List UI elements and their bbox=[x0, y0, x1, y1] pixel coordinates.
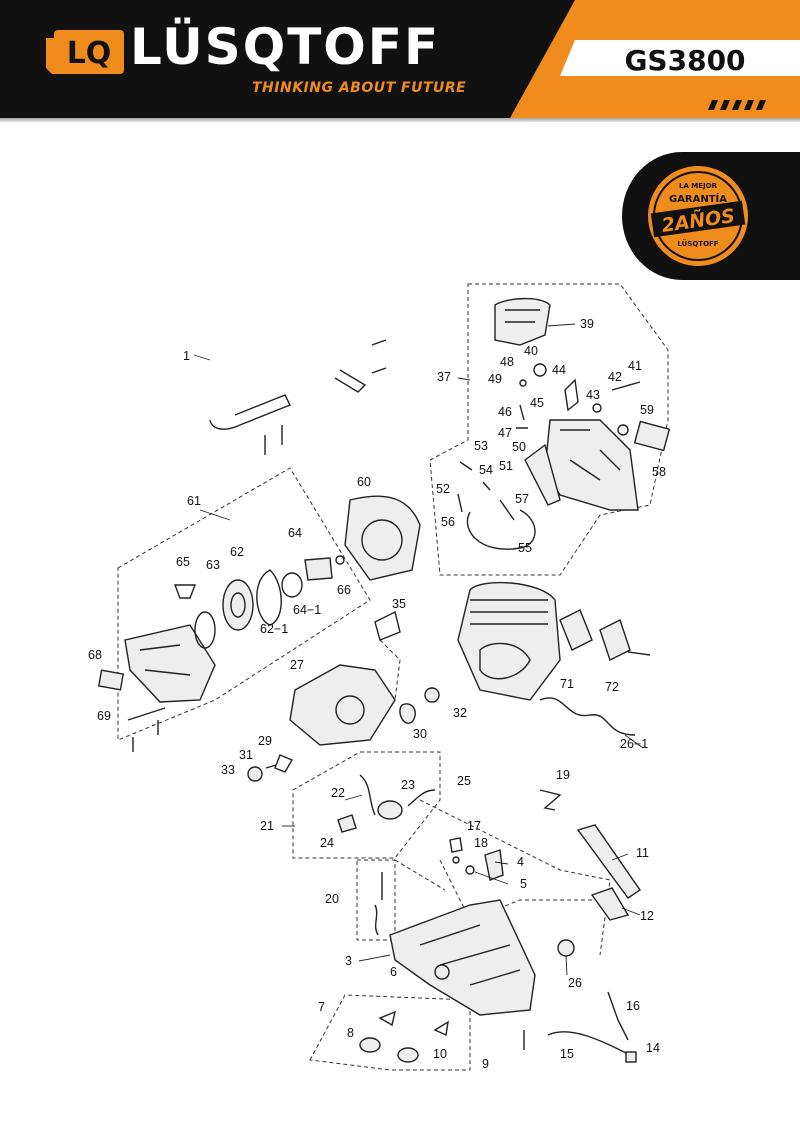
label-47: 47 bbox=[498, 426, 512, 440]
label-57: 57 bbox=[515, 492, 529, 506]
logo-mark: LQ bbox=[46, 30, 124, 74]
label-51: 51 bbox=[499, 459, 513, 473]
label-27: 27 bbox=[290, 658, 304, 672]
label-11: 11 bbox=[636, 846, 649, 860]
header-banner: LQ LÜSQTOFF THINKING ABOUT FUTURE GS3800 bbox=[0, 0, 800, 122]
label-62: 62 bbox=[230, 545, 244, 559]
label-1: 1 bbox=[183, 349, 190, 363]
svg-text:LÜSQTOFF: LÜSQTOFF bbox=[677, 239, 718, 248]
exploded-parts-diagram: 1 37 39 40 48 44 41 42 49 43 45 59 46 47… bbox=[88, 281, 671, 1071]
part-fuel-oil-lines bbox=[337, 774, 436, 936]
label-52: 52 bbox=[436, 482, 450, 496]
label-65: 65 bbox=[176, 555, 190, 569]
label-17: 17 bbox=[467, 819, 481, 833]
label-23: 23 bbox=[401, 778, 415, 792]
label-44: 44 bbox=[552, 363, 566, 377]
label-10: 10 bbox=[433, 1047, 447, 1061]
model-number: GS3800 bbox=[624, 44, 746, 77]
part-fan-housing bbox=[344, 495, 421, 581]
label-55: 55 bbox=[518, 541, 532, 555]
label-63: 63 bbox=[206, 558, 220, 572]
label-35: 35 bbox=[392, 597, 406, 611]
label-59: 59 bbox=[640, 403, 654, 417]
label-7: 7 bbox=[318, 1000, 325, 1014]
label-4: 4 bbox=[517, 855, 524, 869]
label-53: 53 bbox=[474, 439, 488, 453]
svg-text:LQ: LQ bbox=[67, 36, 112, 71]
part-engine-block bbox=[457, 581, 651, 736]
label-69: 69 bbox=[97, 709, 111, 723]
label-6: 6 bbox=[390, 965, 397, 979]
brand-tagline: THINKING ABOUT FUTURE bbox=[252, 80, 467, 96]
label-49: 49 bbox=[488, 372, 502, 386]
part-labels: 1 37 39 40 48 44 41 42 49 43 45 59 46 47… bbox=[88, 317, 666, 1071]
part-starter-assembly bbox=[97, 555, 345, 752]
label-26: 26 bbox=[568, 976, 582, 990]
label-32: 32 bbox=[453, 706, 467, 720]
label-12: 12 bbox=[640, 909, 654, 923]
label-8: 8 bbox=[347, 1026, 354, 1040]
part-handle-bar bbox=[205, 281, 387, 455]
part-crankcase bbox=[247, 610, 440, 782]
label-18: 18 bbox=[474, 836, 488, 850]
label-31: 31 bbox=[239, 748, 253, 762]
label-20: 20 bbox=[325, 892, 339, 906]
svg-text:GARANTÍA: GARANTÍA bbox=[669, 192, 727, 205]
label-37: 37 bbox=[437, 370, 451, 384]
label-48: 48 bbox=[500, 355, 514, 369]
label-22: 22 bbox=[331, 786, 345, 800]
label-25: 25 bbox=[457, 774, 471, 788]
label-5: 5 bbox=[520, 877, 527, 891]
label-26-1: 26−1 bbox=[620, 737, 648, 751]
label-41: 41 bbox=[628, 359, 642, 373]
label-58: 58 bbox=[652, 465, 666, 479]
label-21: 21 bbox=[260, 819, 274, 833]
label-39: 39 bbox=[580, 317, 594, 331]
label-64: 64 bbox=[288, 526, 302, 540]
label-14: 14 bbox=[646, 1041, 660, 1055]
label-15: 15 bbox=[560, 1047, 574, 1061]
label-33: 33 bbox=[221, 763, 235, 777]
label-3: 3 bbox=[345, 954, 352, 968]
header-background: LQ bbox=[0, 0, 800, 122]
label-9: 9 bbox=[482, 1057, 489, 1071]
label-46: 46 bbox=[498, 405, 512, 419]
label-66: 66 bbox=[337, 583, 351, 597]
label-64-1: 64−1 bbox=[293, 603, 321, 617]
label-40: 40 bbox=[524, 344, 538, 358]
svg-text:LA MEJOR: LA MEJOR bbox=[679, 182, 718, 190]
label-62-1: 62−1 bbox=[260, 622, 288, 636]
leader-lines bbox=[193, 323, 644, 976]
part-clutch-cover bbox=[457, 297, 671, 550]
label-43: 43 bbox=[586, 388, 600, 402]
label-19: 19 bbox=[556, 768, 570, 782]
label-50: 50 bbox=[512, 440, 526, 454]
part-main-housing bbox=[359, 789, 641, 1063]
label-72: 72 bbox=[605, 680, 619, 694]
label-45: 45 bbox=[530, 396, 544, 410]
label-30: 30 bbox=[413, 727, 427, 741]
label-71: 71 bbox=[560, 677, 574, 691]
label-29: 29 bbox=[258, 734, 272, 748]
label-61: 61 bbox=[187, 494, 201, 508]
label-16: 16 bbox=[626, 999, 640, 1013]
label-42: 42 bbox=[608, 370, 622, 384]
label-24: 24 bbox=[320, 836, 334, 850]
label-60: 60 bbox=[357, 475, 371, 489]
brand-name: LÜSQTOFF bbox=[130, 18, 441, 76]
label-68: 68 bbox=[88, 648, 102, 662]
label-54: 54 bbox=[479, 463, 493, 477]
warranty-badge: LA MEJOR GARANTÍA 2AÑOS LÜSQTOFF bbox=[622, 152, 800, 280]
label-56: 56 bbox=[441, 515, 455, 529]
